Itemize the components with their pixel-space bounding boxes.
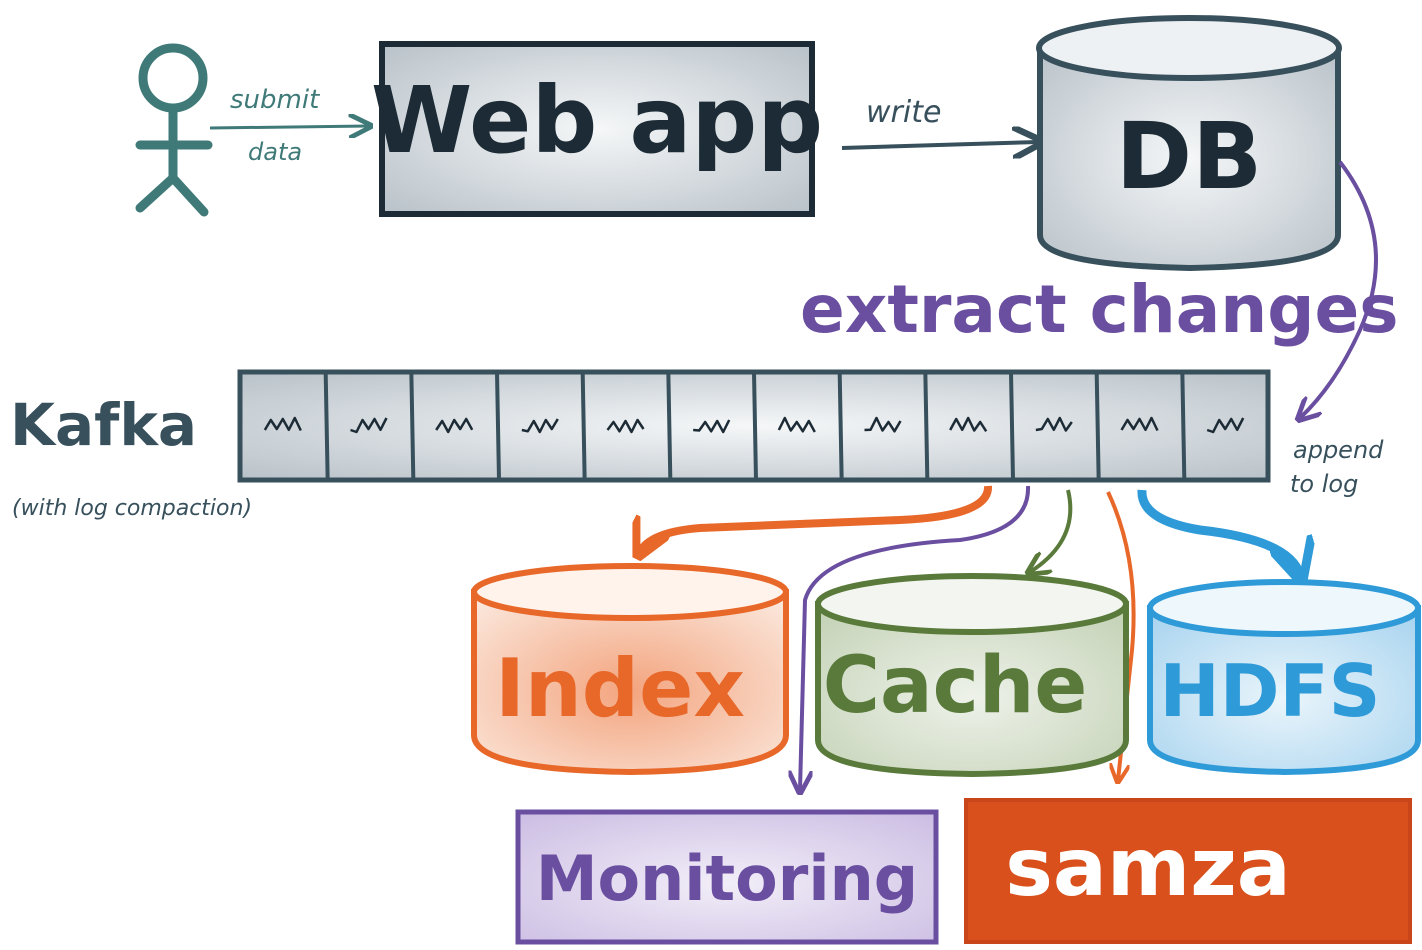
kafka-label: Kafka [10,391,197,459]
kafka-segment-divider [752,371,758,481]
kafka-segment-divider [923,371,930,481]
kafka-segment-divider [495,371,501,481]
kafka-segment-divider [1009,371,1015,481]
kafka-log-message [949,416,988,432]
index-cylinder: Index [471,563,789,776]
kafka-note: (with log compaction) [12,496,252,521]
kafka-segment-divider [323,371,330,481]
extract-changes-label: extract changes [800,271,1399,348]
web-app-box: Web app [371,41,823,217]
cache-label: Cache [823,641,1088,731]
append-label-2: to log [1290,470,1358,498]
data-label: data [248,138,302,166]
samza-box: samza [964,798,1412,944]
write-label: write [866,95,941,130]
kafka-segment-divider [1180,371,1187,481]
kafka-log-message [1206,417,1245,434]
kafka-log-message [263,416,302,432]
cache-cylinder: Cache [815,573,1129,778]
kafka-segment-divider [666,371,673,481]
kafka-log-message [864,416,902,433]
write-arrow [841,142,1038,148]
kafka-log-message [521,418,559,434]
hdfs-label: HDFS [1159,649,1380,733]
db-cylinder: DB [1036,15,1342,272]
samza-label: samza [1005,821,1291,914]
submit-label: submit [230,85,320,115]
kafka-log-message [1035,416,1073,432]
user-stick-figure [135,43,213,217]
index-label: Index [495,642,745,735]
monitoring-arrow [800,485,1031,790]
samza-arrow [1106,491,1136,780]
db-label: DB [1116,103,1263,210]
kafka-log [237,369,1271,483]
monitoring-box: Monitoring [515,809,939,945]
kafka-log-message [350,417,388,434]
kafka-log-message [606,418,645,434]
kafka-log-message [777,416,816,433]
kafka-log-message [435,417,474,434]
submit-data-arrow [209,126,368,128]
kafka-segment-divider [1094,371,1101,481]
kafka-log-message [1120,416,1159,432]
kafka-log-message [693,419,731,434]
extract-changes-arrow [1300,160,1378,418]
kafka-log-segments [263,371,1245,481]
kafka-segment-divider [580,371,587,481]
kafka-segment-divider [837,371,844,481]
append-label-1: append [1293,436,1384,464]
hdfs-cylinder: HDFS [1147,579,1421,776]
hdfs-arrow [1137,489,1300,575]
index-arrow [640,485,992,552]
monitoring-label: Monitoring [536,842,918,915]
web-app-label: Web app [371,67,823,174]
cache-arrow [1030,489,1073,572]
kafka-segment-divider [409,371,416,481]
